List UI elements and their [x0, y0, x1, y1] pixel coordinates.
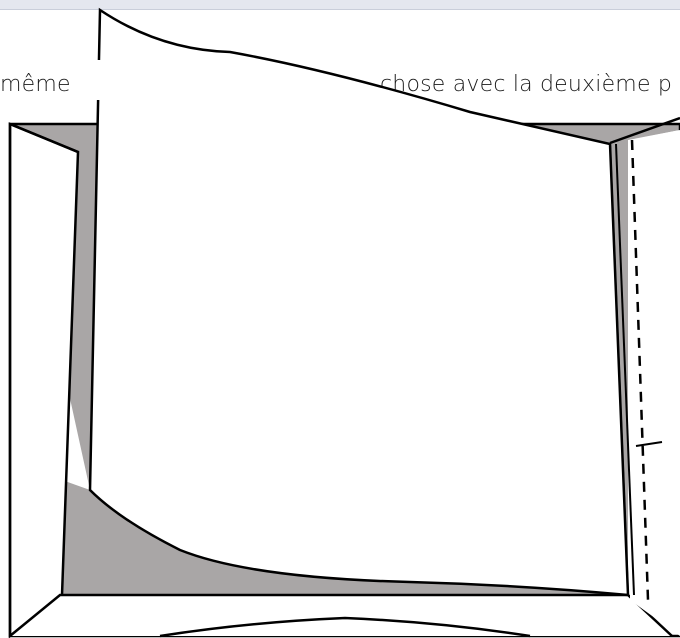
sheet-edge-line-2 — [615, 143, 635, 596]
bottom-strip — [9, 593, 673, 637]
lifted-sheet — [88, 7, 630, 597]
caption-mask — [82, 60, 102, 100]
top-left-edge — [9, 122, 79, 154]
right-panel — [630, 130, 680, 636]
caption-right: chose avec la deuxième p — [380, 72, 673, 97]
bottom-bump — [159, 616, 531, 638]
top-bar — [0, 0, 680, 10]
top-right-edge — [609, 116, 680, 145]
fold-guide-dashed-line — [630, 139, 650, 601]
fold-tick-mark — [635, 441, 663, 447]
caption-left: même — [0, 72, 71, 97]
